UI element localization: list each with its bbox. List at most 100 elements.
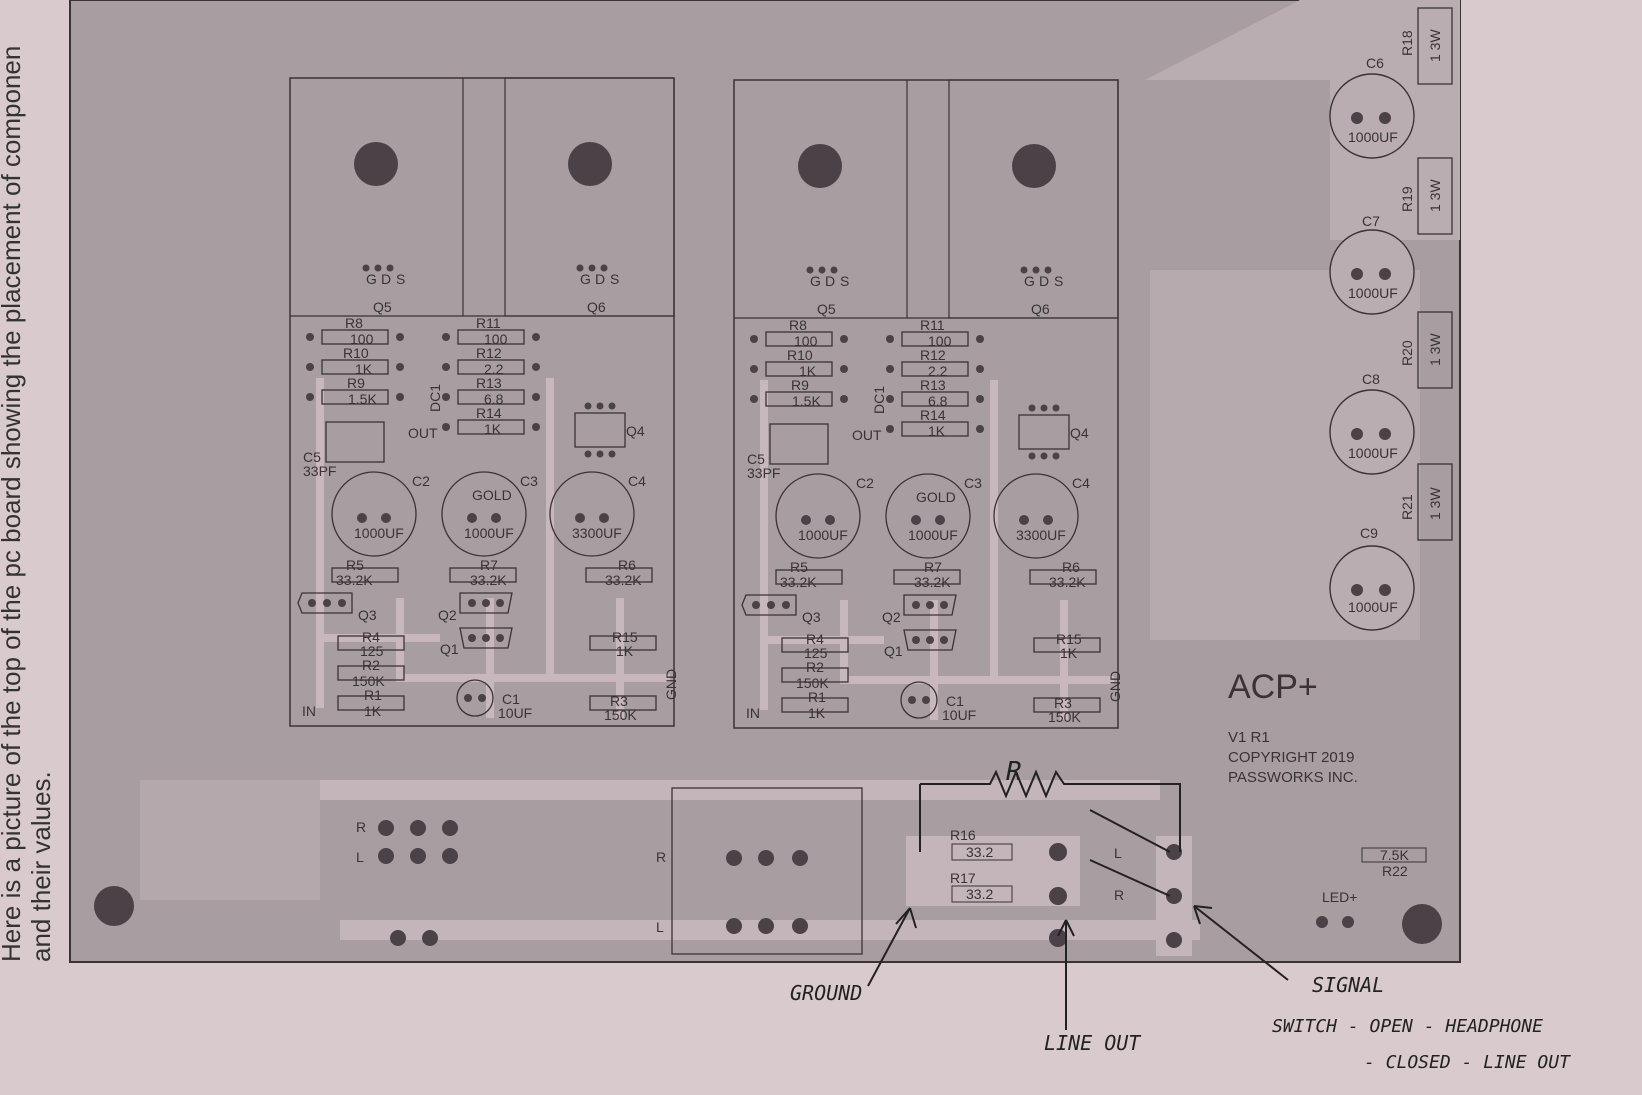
q1-ref: Q1 (884, 643, 903, 659)
r9-ref: R9 (347, 375, 365, 391)
c4-value: 3300UF (1016, 527, 1066, 543)
r5-value: 33.2K (336, 572, 373, 588)
r21-ref: R21 (1399, 494, 1415, 520)
io-l-label-2: L (656, 919, 664, 935)
r9-value: 1.5K (792, 393, 821, 409)
board-edge (69, 0, 1461, 963)
c4-ref: C4 (628, 473, 646, 489)
r2-value: 150K (796, 675, 829, 691)
gnd-label: GND (1107, 671, 1123, 702)
r6-value: 33.2K (605, 572, 642, 588)
q-gds-d: D (381, 271, 391, 287)
switch-l-label: L (1114, 845, 1122, 861)
io-l-label: L (356, 849, 364, 865)
c5-value: 33PF (303, 463, 336, 479)
left-channel-labels: G D S Q5 G D S Q6 R8 100 R10 1K R9 1.5K … (302, 271, 679, 723)
r3-value: 150K (1048, 709, 1081, 725)
signal-annotation: SIGNAL (1312, 973, 1384, 997)
q-gds-g: G (366, 271, 377, 287)
led-label: LED+ (1322, 889, 1357, 905)
r2-ref: R2 (806, 659, 824, 675)
r5-ref: R5 (346, 557, 364, 573)
r8-ref: R8 (789, 317, 807, 333)
r2-ref: R2 (362, 657, 380, 673)
board-copyright: COPYRIGHT 2019 (1228, 749, 1354, 766)
out-label: OUT (852, 427, 882, 443)
capacitor-c7: C7 1000UF (1329, 213, 1415, 315)
q5-ref: Q5 (817, 301, 836, 317)
r14-ref: R14 (920, 407, 946, 423)
c9-value: 1000UF (1348, 599, 1398, 615)
r16-value: 33.2 (966, 844, 993, 860)
r19-ref: R19 (1399, 186, 1415, 212)
r3-value: 150K (604, 707, 637, 723)
capacitor-c9: C9 1000UF (1329, 525, 1415, 631)
c5-ref: C5 (303, 449, 321, 465)
r1-ref: R1 (364, 687, 382, 703)
r14-ref: R14 (476, 405, 502, 421)
c3-value: 1000UF (464, 525, 514, 541)
r1-value: 1K (808, 705, 826, 721)
r6-ref: R6 (1062, 559, 1080, 575)
r17-ref: R17 (950, 870, 976, 886)
r15-value: 1K (616, 643, 634, 659)
switch-closed-annotation: - CLOSED - LINE OUT (1364, 1052, 1571, 1073)
q-gds-d: D (1039, 273, 1049, 289)
q4-ref: Q4 (1070, 425, 1089, 441)
r22-ref: R22 (1382, 863, 1408, 879)
c3-value: 1000UF (908, 527, 958, 543)
r11-value: 100 (484, 331, 508, 347)
r3-ref: R3 (1054, 695, 1072, 711)
r1-ref: R1 (808, 689, 826, 705)
r3-ref: R3 (610, 693, 628, 709)
q-gds-d: D (825, 273, 835, 289)
c1-value: 10UF (498, 705, 532, 721)
io-r-label: R (356, 819, 366, 835)
r7-ref: R7 (924, 559, 942, 575)
q6-ref: Q6 (1031, 301, 1050, 317)
caption-line-2: and their values. (26, 771, 56, 962)
r22-value: 7.5K (1380, 847, 1409, 863)
board-name: ACP+ (1228, 668, 1318, 706)
c9-ref: C9 (1360, 525, 1378, 541)
r10-ref: R10 (787, 347, 813, 363)
q3-ref: Q3 (358, 607, 377, 623)
r12-ref: R12 (920, 347, 946, 363)
caption-line-1: Here is a picture of the top of the pc b… (0, 46, 26, 962)
q4-ref: Q4 (626, 423, 645, 439)
r20-value: 1 3W (1427, 333, 1443, 366)
right-channel-labels: G D S Q5 G D S Q6 R8 100 R10 1K R9 1.5K … (746, 273, 1123, 725)
q-gds-s: S (396, 271, 405, 287)
r13-value: 6.8 (928, 393, 948, 409)
in-label: IN (302, 703, 316, 719)
c7-ref: C7 (1362, 213, 1380, 229)
board-info: ACP+ V1 R1 COPYRIGHT 2019 PASSWORKS INC.… (1228, 668, 1427, 928)
switch-open-annotation: SWITCH - OPEN - HEADPHONE (1272, 1016, 1543, 1037)
r18-value: 1 3W (1427, 29, 1443, 62)
c2-ref: C2 (412, 473, 430, 489)
r4-value: 125 (804, 645, 828, 661)
r9-ref: R9 (791, 377, 809, 393)
line-out-annotation: LINE OUT (1044, 1031, 1142, 1055)
r10-ref: R10 (343, 345, 369, 361)
q2-ref: Q2 (438, 607, 457, 623)
c3-type: GOLD (916, 489, 956, 505)
r8-ref: R8 (345, 315, 363, 331)
q-gds-s: S (840, 273, 849, 289)
c1-value: 10UF (942, 707, 976, 723)
r16-ref: R16 (950, 827, 976, 843)
c5-ref: C5 (747, 451, 765, 467)
r17-value: 33.2 (966, 886, 993, 902)
c1-ref: C1 (946, 693, 964, 709)
c2-value: 1000UF (798, 527, 848, 543)
r4-value: 125 (360, 643, 384, 659)
r19-value: 1 3W (1427, 179, 1443, 212)
capacitor-c6: C6 1000UF (1329, 55, 1415, 159)
r15-ref: R15 (1056, 631, 1082, 647)
r7-ref: R7 (480, 557, 498, 573)
board-company: PASSWORKS INC. (1228, 769, 1358, 786)
r15-value: 1K (1060, 645, 1078, 661)
q1-ref: Q1 (440, 641, 459, 657)
r11-ref: R11 (920, 317, 945, 333)
